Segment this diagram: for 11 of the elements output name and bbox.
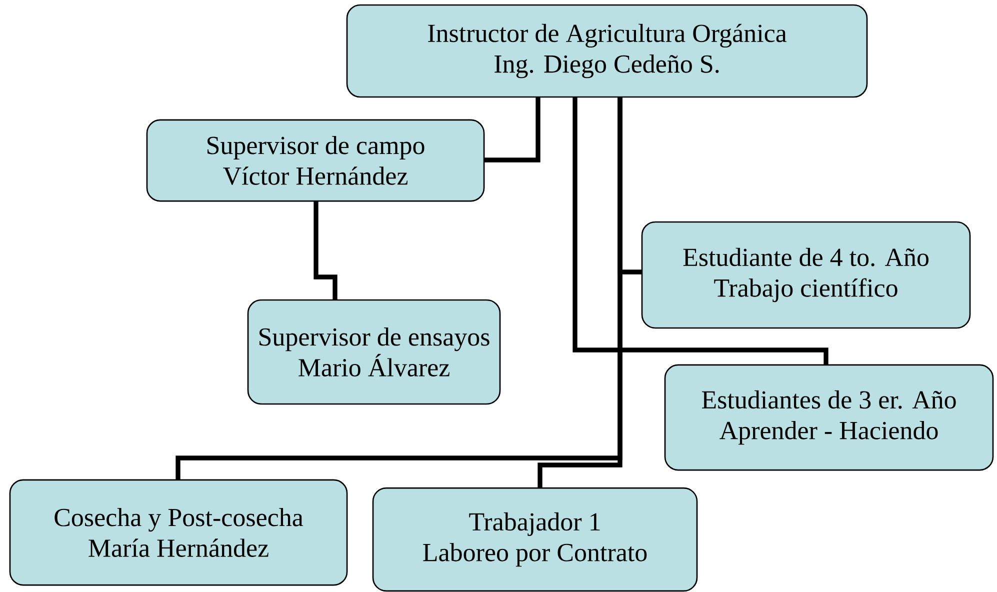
org-box: Supervisor de campo Víctor Hernández — [146, 119, 485, 202]
connector-line — [538, 97, 622, 488]
org-box: Instructor de Agricultura Orgánica Ing. Diego Cedeño S. — [346, 4, 868, 98]
org-box: Estudiantes de 3 er. Año Aprender - Haciendo — [664, 364, 994, 471]
org-box: Cosecha y Post-cosecha María Hernández — [9, 479, 348, 586]
org-box: Trabajador 1 Laboreo por Contrato — [372, 487, 698, 592]
connector-line — [572, 97, 828, 365]
org-box: Supervisor de ensayos Mario Álvarez — [247, 299, 501, 405]
connector-line — [314, 201, 338, 300]
connector-line — [484, 97, 540, 162]
org-box: Estudiante de 4 to. Año Trabajo científico — [641, 221, 971, 329]
